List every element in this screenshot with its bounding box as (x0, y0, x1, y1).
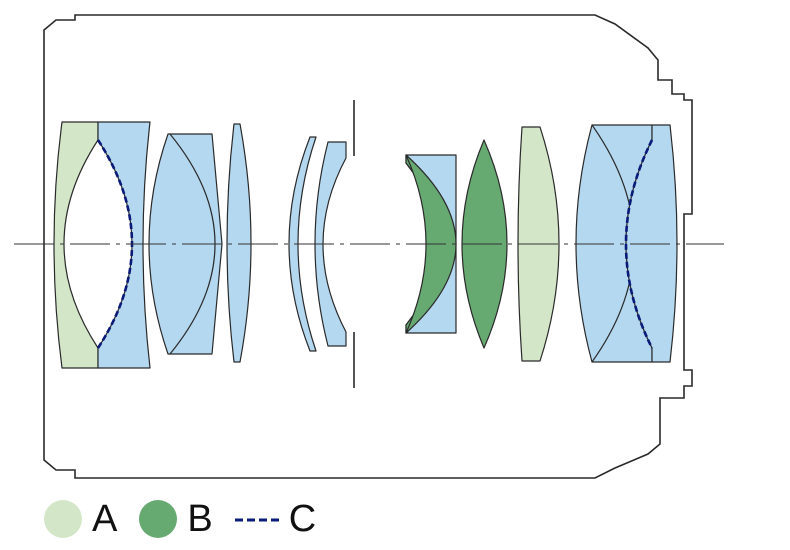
lens-barrel-outline (43, 14, 693, 479)
legend-label-b: B (187, 498, 213, 540)
legend-item-b: B (139, 498, 213, 540)
legend-label-c: C (288, 498, 317, 540)
aspherical-surface-2 (624, 139, 654, 349)
lens-element-4 (288, 136, 317, 352)
legend-item-a: A (44, 500, 117, 538)
legend-swatch-b (139, 500, 178, 538)
lens-element-5 (314, 141, 347, 347)
lens-cross-section-diagram (14, 14, 724, 479)
lens-element-3 (226, 123, 252, 363)
lens-element-1-blue (97, 121, 151, 369)
lens-element-1-a (53, 121, 99, 369)
legend-label-a: A (92, 498, 118, 540)
legend-swatch-a (44, 500, 82, 538)
legend-item-c: C (234, 498, 317, 540)
legend-dash-c (234, 518, 279, 522)
legend: A B C (44, 496, 338, 542)
